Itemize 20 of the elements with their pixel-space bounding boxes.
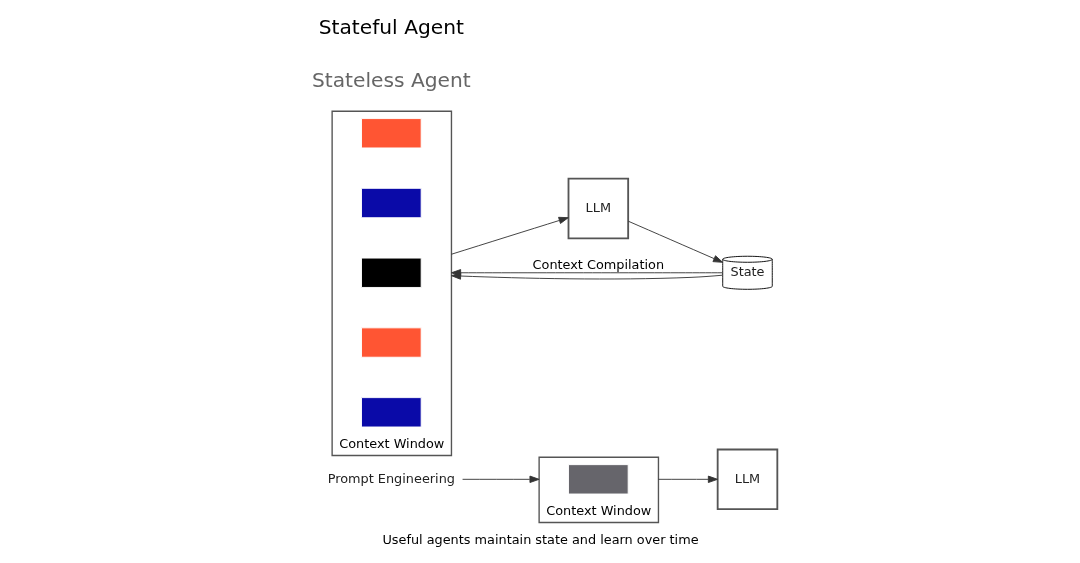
node-bar [360, 257, 422, 288]
arrow [450, 272, 723, 280]
caption: Useful agents maintain state and learn over time [381, 531, 699, 547]
label: Stateless Agent [311, 67, 471, 92]
arrow [627, 220, 723, 263]
cluster: Context Window [537, 456, 659, 524]
node-bar [360, 118, 422, 149]
node-text: Prompt Engineering [327, 470, 455, 486]
node-bar [360, 187, 422, 219]
arrow [657, 475, 718, 483]
arrow [461, 475, 540, 483]
node-bar [360, 397, 422, 428]
arrow [450, 216, 569, 255]
node-box: LLM [716, 448, 778, 511]
edge-label: Context Compilation [532, 257, 664, 273]
node-bar [360, 327, 422, 358]
node-bar [567, 464, 629, 495]
label: Stateful Agent [318, 14, 464, 39]
cluster: Context Window [330, 110, 452, 457]
node-box: LLM [567, 177, 629, 240]
